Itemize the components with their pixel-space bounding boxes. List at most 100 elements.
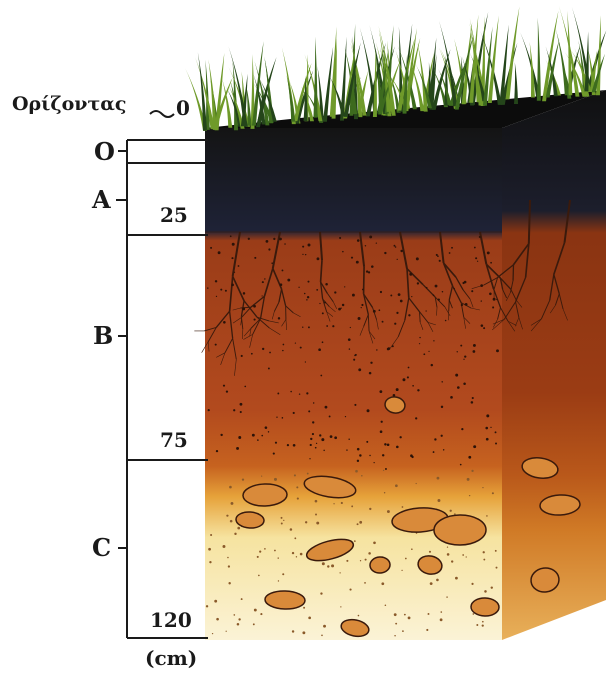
soil-speck [457,386,460,389]
soil-speck [227,557,229,559]
soil-speck [268,431,269,432]
soil-speck [461,304,463,306]
soil-speck [385,468,387,470]
soil-speck [442,291,443,292]
soil-speck [361,304,363,306]
soil-speck [355,470,358,473]
soil-speck [305,254,306,255]
soil-speck [495,443,497,445]
soil-speck [340,606,341,607]
soil-speck [472,397,474,399]
soil-speck [333,503,334,504]
soil-speck [482,625,484,627]
soil-speck [253,305,256,308]
soil-speck [264,278,265,279]
soil-speck [208,409,210,411]
grass-blade [530,42,535,98]
root-line [364,267,365,294]
soil-speck [293,412,295,414]
soil-speck [236,447,239,450]
soil-speck [257,556,259,558]
soil-speck [302,254,303,255]
soil-speck [402,506,404,508]
soil-speck [471,583,473,585]
soil-speck [394,323,396,325]
soil-speck [467,478,470,481]
soil-speck [362,289,364,291]
soil-speck [471,290,473,292]
soil-speck [296,556,297,557]
soil-speck [360,560,361,561]
soil-speck [265,426,268,429]
soil-speck [482,487,483,488]
soil-speck [349,589,351,591]
soil-speck [241,598,243,600]
soil-speck [280,283,283,286]
soil-speck [434,438,436,440]
soil-speck [342,251,344,253]
soil-speck [364,582,366,584]
soil-speck [399,436,401,438]
soil-speck [274,478,277,481]
soil-speck [473,350,476,353]
soil-speck [325,406,328,409]
soil-speck [322,341,324,343]
soil-speck [344,286,345,287]
soil-speck [308,616,311,619]
soil-speck [305,521,307,523]
grass-blade [514,62,518,104]
soil-speck [300,553,303,556]
soil-speck [385,604,387,606]
soil-speck [496,567,498,569]
soil-speck [482,621,484,623]
soil-speck [358,615,360,617]
soil-speck [437,499,440,502]
soil-speck [382,454,384,456]
soil-speck [317,257,320,260]
soil-speck [426,629,428,631]
soil-speck [293,444,296,447]
soil-speck [455,577,458,580]
soil-speck [306,392,308,394]
soil-speck [295,342,296,343]
soil-speck [441,435,443,437]
soil-speck [416,483,417,484]
soil-speck [354,404,356,406]
soil-speck [216,450,218,452]
unit-label: (cm) [145,648,197,668]
soil-speck [332,325,334,327]
soil-speck [308,410,310,412]
soil-speck [437,477,440,480]
soil-speck [408,367,410,369]
soil-speck [341,502,343,504]
soil-speck [234,533,236,535]
soil-speck [339,572,340,573]
soil-speck [346,449,347,450]
soil-speck [324,301,326,303]
soil-speck [233,614,235,616]
soil-speck [446,596,447,597]
soil-speck [259,551,261,553]
soil-speck [310,444,312,446]
soil-speck [238,436,241,439]
soil-speck [326,325,328,327]
soil-speck [237,527,240,530]
soil-speck [233,409,235,411]
depth-label-25: 25 [160,205,188,225]
soil-speck [325,283,328,286]
soil-speck [266,240,269,243]
soil-speck [426,287,428,289]
soil-speck [366,441,368,443]
soil-speck [461,428,463,430]
soil-speck [210,534,212,536]
soil-speck [248,238,250,240]
soil-speck [474,247,476,249]
soil-speck [412,385,414,387]
soil-speck [264,548,266,550]
soil-speck [228,565,230,567]
soil-speck [471,470,473,472]
soil-speck [284,243,286,245]
soil-speck [408,314,410,316]
soil-speck [473,344,476,347]
soil-speck [447,546,448,547]
